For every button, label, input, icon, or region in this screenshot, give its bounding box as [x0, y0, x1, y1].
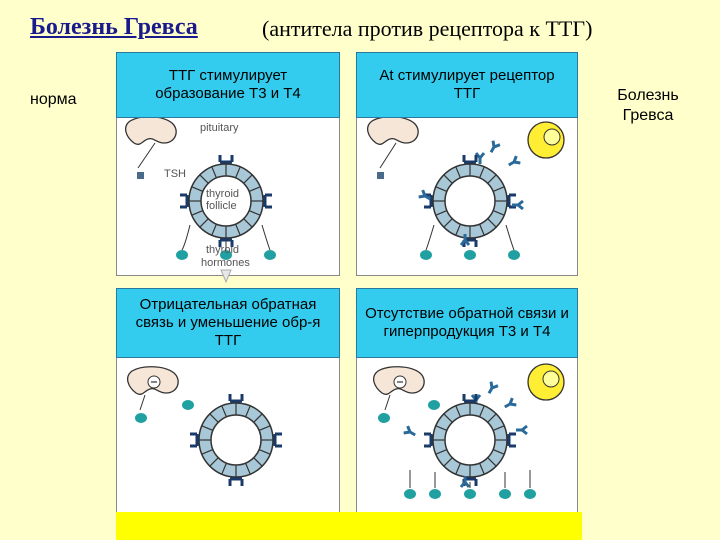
box-no-feedback: Отсутствие обратной связи и гиперпродукц… [356, 288, 578, 358]
box-negative-feedback-text: Отрицательная обратная связь и уменьшени… [123, 296, 333, 350]
pituitary-label: pituitary [200, 122, 239, 134]
box-negative-feedback: Отрицательная обратная связь и уменьшени… [116, 288, 340, 358]
hormones-label-1: thyroid [206, 244, 239, 256]
hormones-label-2: hormones [201, 257, 250, 269]
thyroid-label: thyroid [206, 188, 239, 200]
tsh-label: TSH [164, 168, 186, 180]
highlight-bar [116, 512, 582, 540]
box-tsh-stimulates-text: ТТГ стимулирует образование Т3 и Т4 [133, 67, 323, 103]
box-no-feedback-text: Отсутствие обратной связи и гиперпродукц… [362, 305, 572, 341]
box-at-stimulates: At стимулирует рецептор ТТГ [356, 52, 578, 118]
box-tsh-stimulates: ТТГ стимулирует образование Т3 и Т4 [116, 52, 340, 118]
box-at-stimulates-text: At стимулирует рецептор ТТГ [372, 67, 562, 103]
follicle-label: follicle [206, 200, 237, 212]
